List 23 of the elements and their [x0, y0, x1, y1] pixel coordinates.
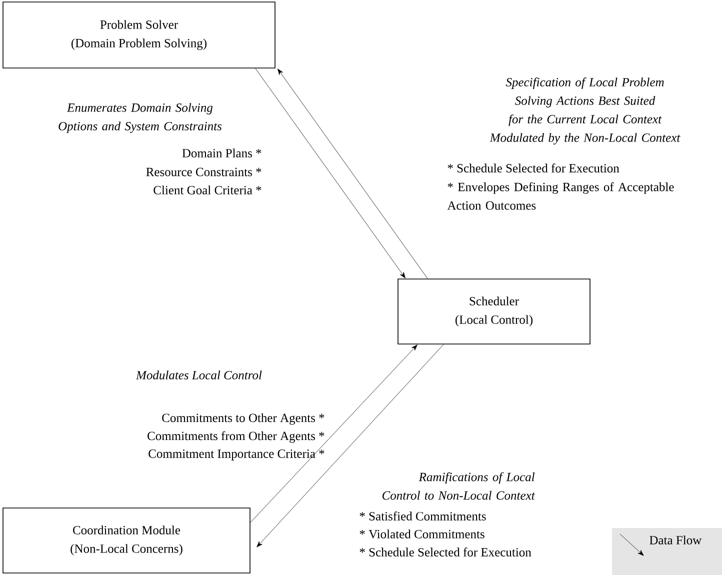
arrow: [256, 344, 444, 548]
list-item: * Satisfied Commitments: [360, 512, 486, 520]
heading-text: Modulates Local Control: [136, 370, 262, 380]
list-item: Domain Plans *: [182, 148, 262, 158]
list-item: Client Goal Criteria *: [154, 186, 262, 194]
legend-text: Data Flow: [650, 536, 702, 544]
process-box: Problem Solver (Domain Problem Solving): [2, 2, 276, 68]
process-box: Scheduler (Local Control): [398, 278, 590, 344]
heading-text: Ramifications of Local Control to Non-Local Context: [382, 472, 536, 500]
arrow: [250, 344, 418, 523]
list-item: Resource Constraints *: [146, 168, 262, 176]
list-item: Commitments from Other Agents *: [148, 431, 324, 443]
arrow: [255, 68, 406, 278]
arrow: [278, 68, 428, 279]
list-item: Commitment Importance Criteria *: [148, 450, 324, 460]
list-item: * Schedule Selected for Execution: [448, 164, 620, 172]
list-item: * Schedule Selected for Execution: [360, 548, 532, 556]
list-item: * Envelopes Defining Ranges of Acceptable Action Outcomes: [447, 182, 674, 210]
list-item: Commitments to Other Agents *: [162, 413, 324, 425]
process-box: Coordination Module (Non-Local Concerns): [2, 508, 250, 574]
heading-text: Enumerates Domain Solving Options and System Constraints: [58, 103, 222, 133]
heading-text: Specification of Local Problem Solving Actions Best Suited for the Current Local Context Modulated by the Non-Local Context: [490, 78, 680, 144]
list-item: * Violated Commitments: [360, 530, 484, 538]
